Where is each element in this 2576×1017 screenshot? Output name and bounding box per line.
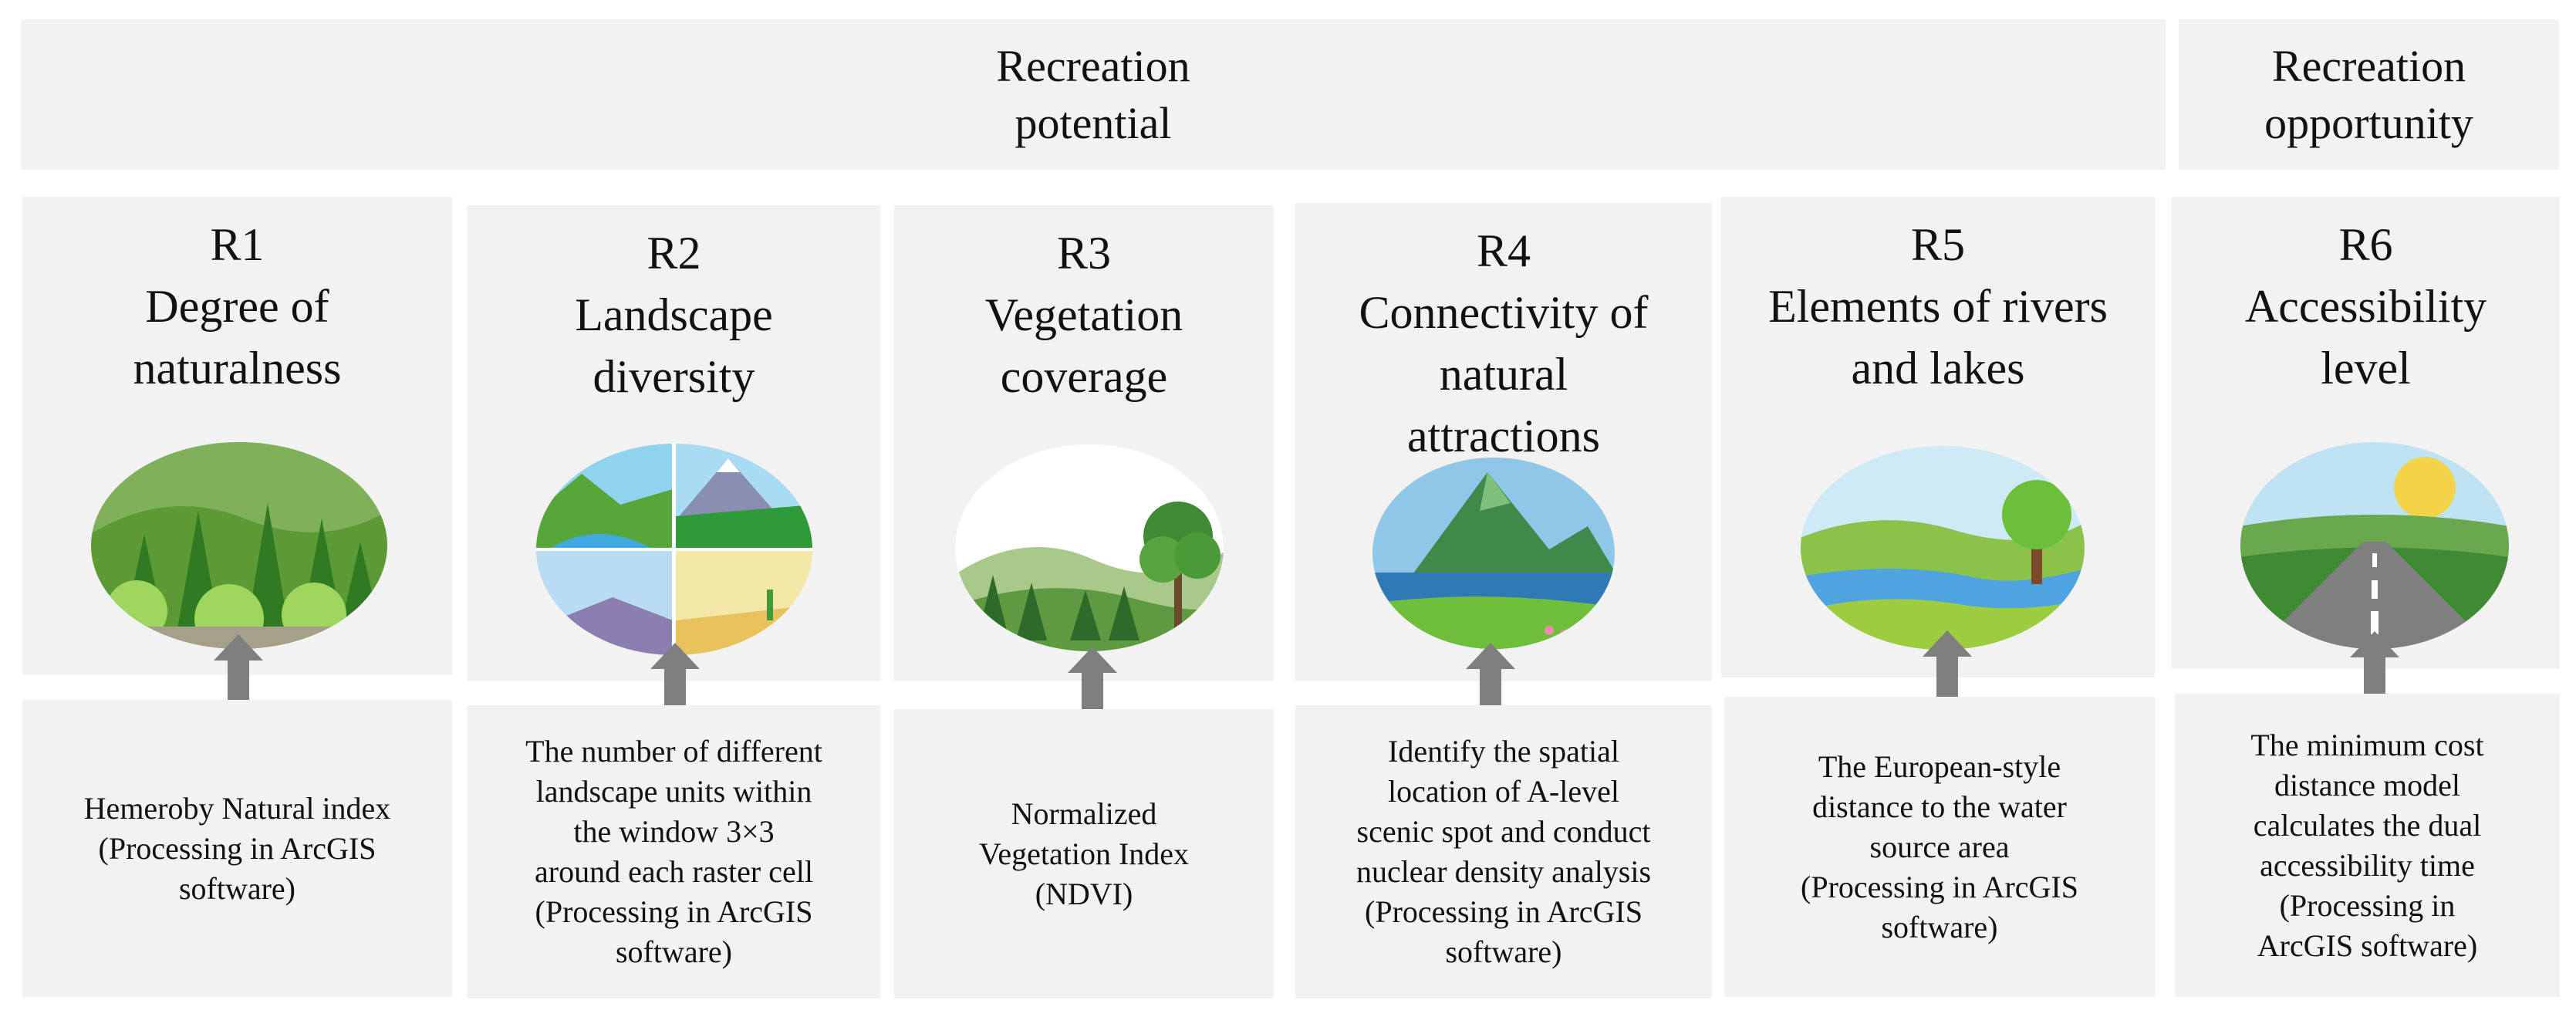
desc-line: The number of different — [525, 734, 822, 769]
column-code: R5 — [1910, 219, 1966, 270]
arrow-up-icon — [650, 643, 700, 709]
column-code: R4 — [1476, 225, 1531, 276]
desc-line: (Processing in ArcGIS — [535, 894, 813, 929]
header-line: Recreation — [2271, 40, 2466, 91]
desc-line: software) — [178, 870, 296, 906]
desc-line: software) — [615, 934, 733, 969]
recreation-potential-header: Recreation potential — [21, 19, 2166, 170]
column-title-line: natural — [1439, 349, 1568, 400]
header-line: opportunity — [2264, 97, 2473, 148]
column-title: R4 Connectivity of natural attractions — [1295, 220, 1712, 467]
desc-line: software) — [1445, 934, 1562, 969]
column-title-line: and lakes — [1851, 343, 2025, 394]
column-r5-description: The European-style distance to the water… — [1724, 697, 2155, 997]
column-title: R5 Elements of rivers and lakes — [1721, 214, 2155, 399]
desc-line: accessibility time — [2260, 847, 2475, 883]
column-code: R2 — [647, 228, 701, 279]
desc-line: source area — [1869, 829, 2010, 864]
column-r3-description: Normalized Vegetation Index (NDVI) — [894, 709, 1274, 998]
desc-line: Hemeroby Natural index — [83, 790, 391, 826]
desc-line: landscape units within — [535, 774, 812, 809]
desc-line: the window 3×3 — [573, 814, 775, 849]
desc-line: software) — [1881, 909, 1998, 944]
column-title-line: Vegetation — [984, 289, 1183, 340]
arrow-up-icon — [214, 634, 263, 701]
desc-line: ArcGIS software) — [2257, 927, 2478, 963]
column-r1-description: Hemeroby Natural index (Processing in Ar… — [22, 700, 452, 997]
arrow-up-icon — [1068, 647, 1117, 713]
column-title: R6 Accessibility level — [2172, 214, 2560, 399]
column-r6-description: The minimum cost distance model calculat… — [2175, 694, 2560, 997]
column-title-line: Elements of rivers — [1768, 281, 2108, 332]
column-title-line: coverage — [1000, 351, 1168, 402]
desc-line: Identify the spatial — [1388, 734, 1619, 769]
desc-line: The minimum cost — [2250, 727, 2484, 762]
landscape-mosaic-icon — [535, 443, 813, 656]
column-code: R6 — [2338, 219, 2393, 270]
column-title-line: diversity — [593, 351, 755, 402]
desc-line: (Processing in — [2279, 887, 2456, 923]
desc-line: around each raster cell — [535, 854, 813, 889]
header-line: potential — [1015, 97, 1172, 148]
column-title: R1 Degree of naturalness — [22, 214, 452, 399]
column-title: R3 Vegetation coverage — [894, 222, 1274, 407]
column-title-line: Accessibility — [2244, 281, 2487, 332]
mountain-attraction-icon — [1372, 458, 1615, 649]
column-title-line: naturalness — [133, 343, 342, 394]
column-r2-description: The number of different landscape units … — [468, 705, 880, 998]
column-title-line: level — [2321, 343, 2411, 394]
column-title-line: Connectivity of — [1359, 287, 1649, 338]
desc-line: Vegetation Index — [978, 836, 1190, 871]
forest-icon — [91, 442, 387, 649]
column-title-line: Landscape — [575, 289, 773, 340]
river-icon — [1801, 446, 2085, 650]
desc-line: nuclear density analysis — [1356, 854, 1652, 889]
column-title: R2 Landscape diversity — [468, 222, 880, 407]
desc-line: distance model — [2274, 767, 2461, 802]
recreation-opportunity-header: Recreation opportunity — [2179, 19, 2559, 170]
road-icon — [2240, 442, 2509, 649]
desc-line: (NDVI) — [1035, 876, 1133, 911]
desc-line: location of A-level — [1388, 774, 1619, 809]
desc-line: (Processing in ArcGIS — [1365, 894, 1642, 929]
desc-line: scenic spot and conduct — [1356, 814, 1651, 849]
arrow-up-icon — [2350, 631, 2399, 698]
column-r4-description: Identify the spatial location of A-level… — [1295, 705, 1712, 998]
column-code: R3 — [1056, 228, 1112, 279]
desc-line: The European-style — [1818, 748, 2061, 784]
desc-line: distance to the water — [1812, 789, 2067, 824]
vegetation-icon — [955, 444, 1224, 651]
desc-line: Normalized — [1011, 796, 1157, 831]
desc-line: calculates the dual — [2253, 807, 2482, 843]
column-title-line: Degree of — [145, 281, 329, 332]
desc-line: (Processing in ArcGIS — [98, 830, 376, 866]
arrow-up-icon — [1923, 630, 1972, 697]
desc-line: (Processing in ArcGIS — [1801, 869, 2078, 904]
column-title-line: attractions — [1407, 411, 1600, 461]
header-line: Recreation — [996, 40, 1190, 91]
column-code: R1 — [210, 219, 265, 270]
arrow-up-icon — [1466, 643, 1515, 709]
